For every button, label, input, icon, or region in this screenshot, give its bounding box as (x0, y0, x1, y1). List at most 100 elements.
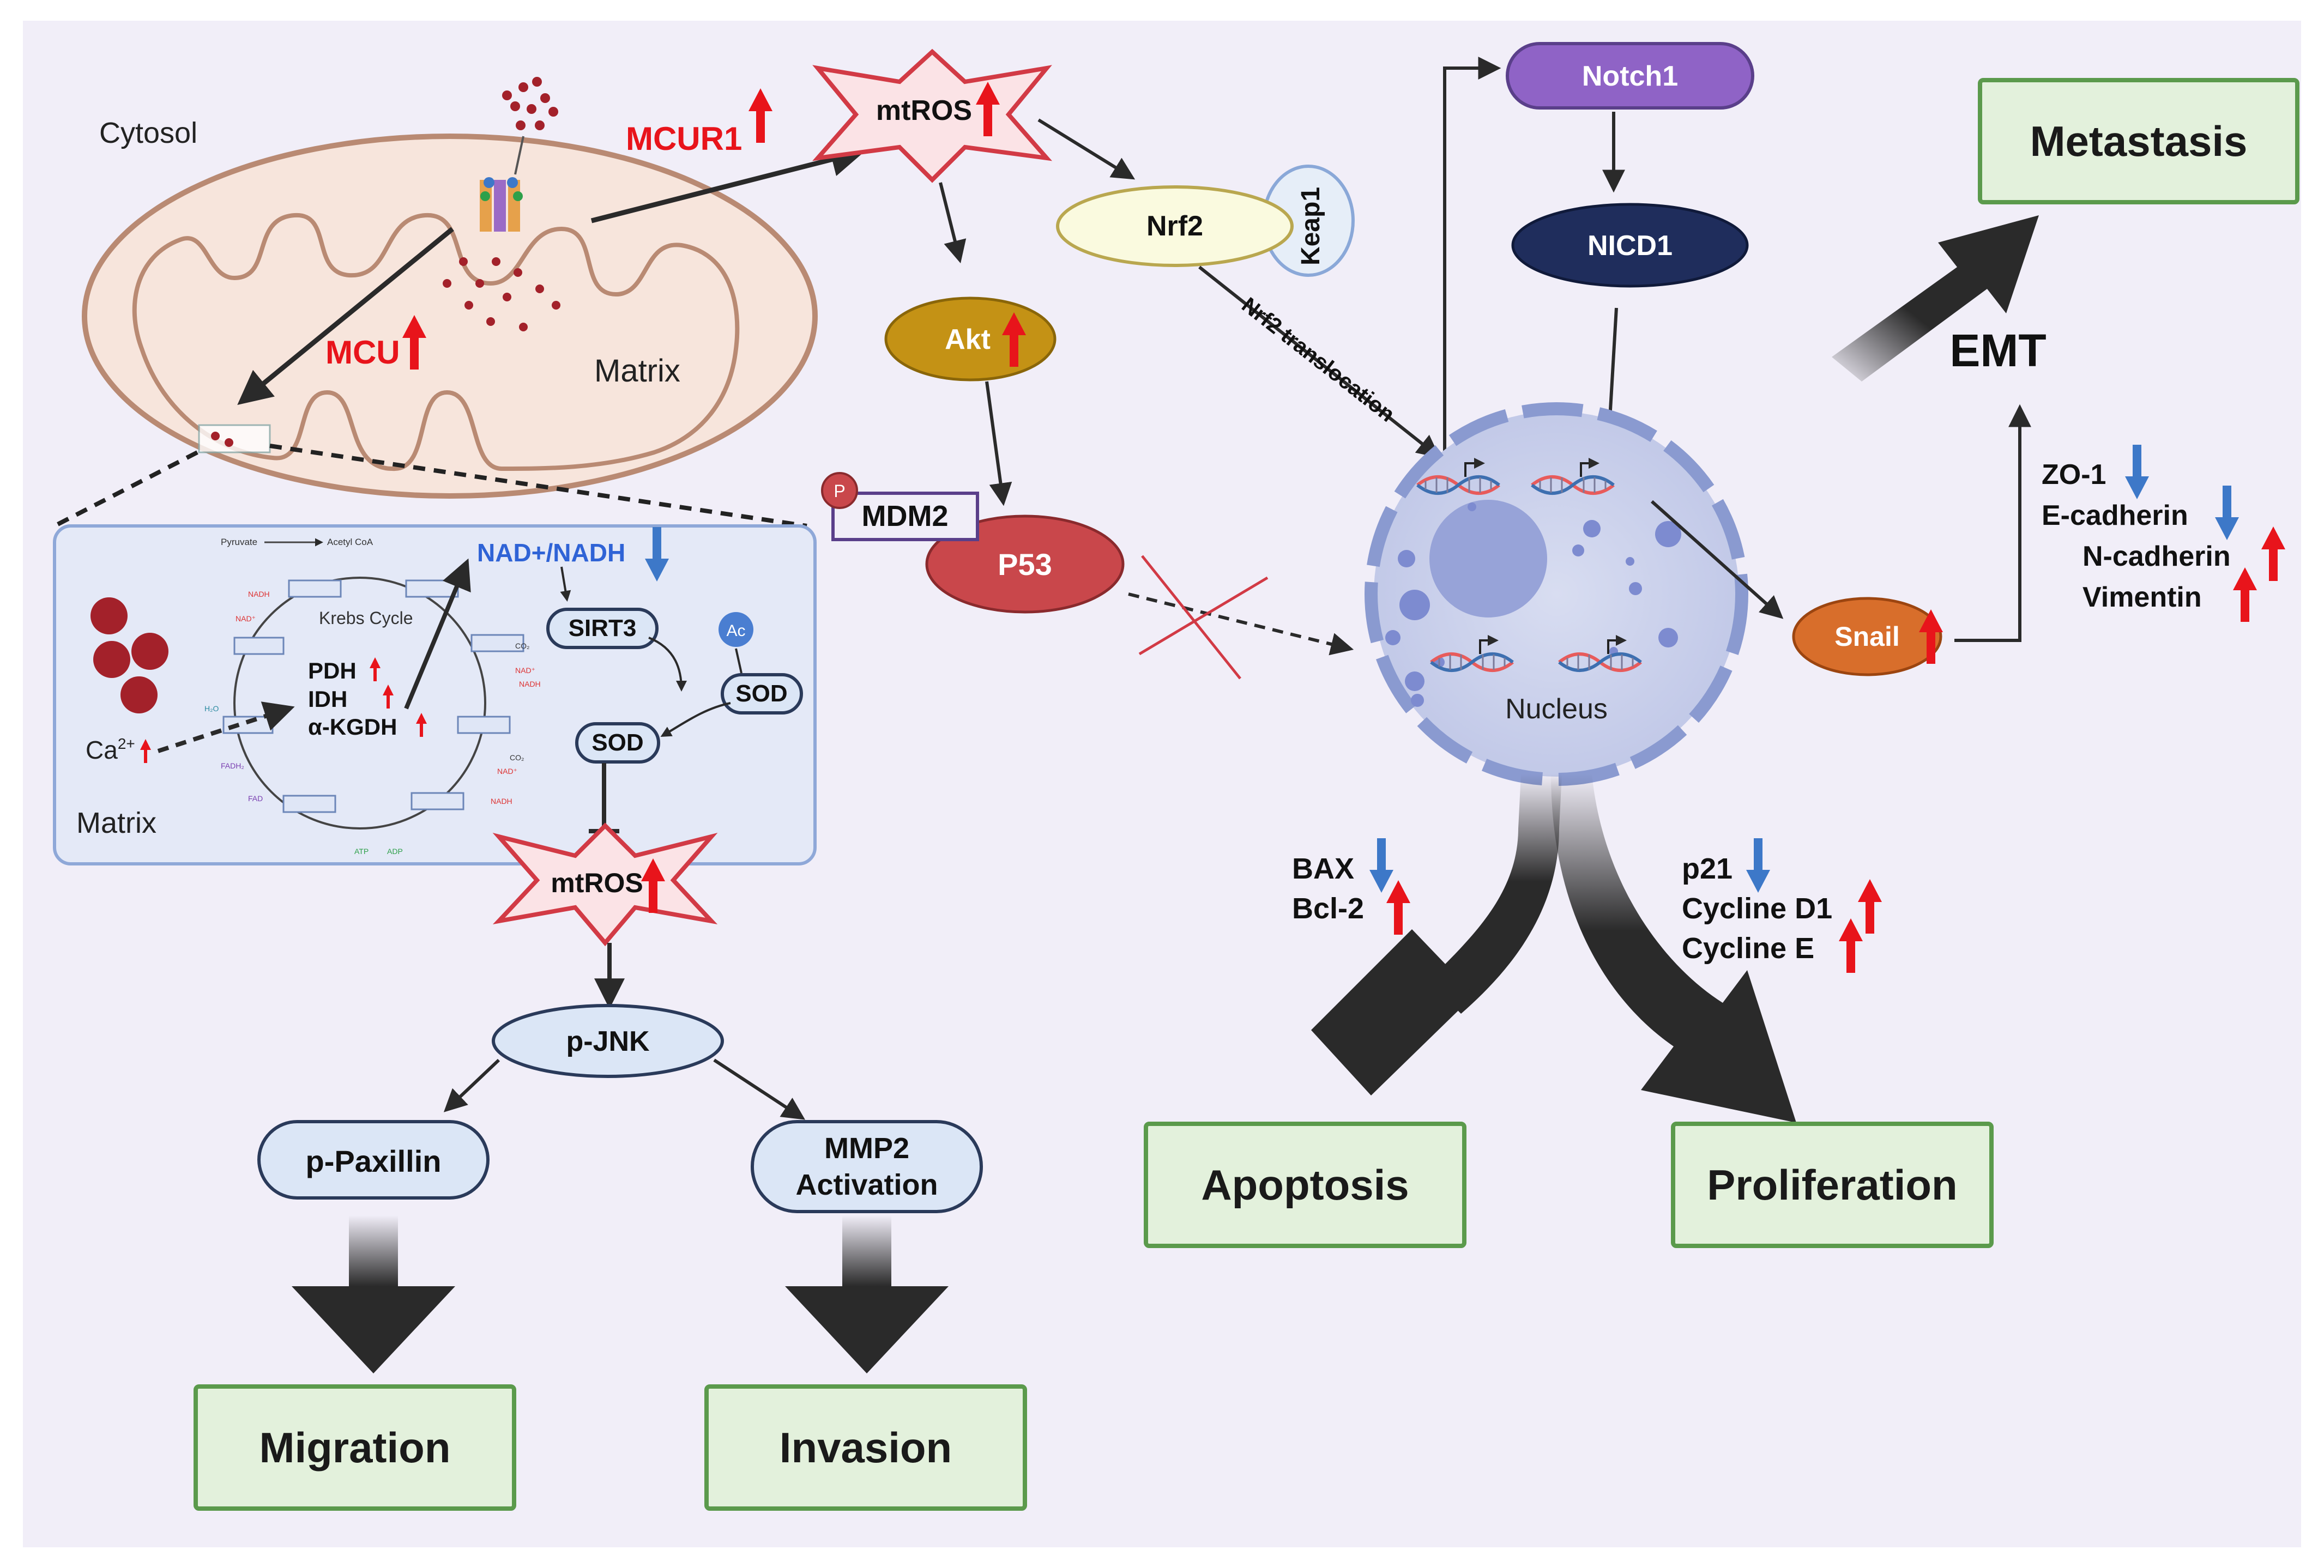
mmp2-line1: MMP2 (824, 1132, 909, 1165)
mmp2-line2: Activation (795, 1169, 938, 1201)
proliferation-box: Proliferation (1671, 1122, 1994, 1248)
akt-to-p53-arrow (985, 381, 1012, 506)
ac-circle (719, 612, 753, 647)
akgdh-label: α-KGDH (308, 714, 397, 740)
apoptosis-marker-bax: BAX (1292, 852, 1354, 885)
notch1-node (1506, 42, 1754, 110)
sirt3-node (546, 608, 659, 649)
nicd1-label: NICD1 (1587, 230, 1673, 262)
apoptosis-box: Apoptosis (1144, 1122, 1466, 1248)
pdh-label: PDH (308, 658, 357, 683)
atp-label: ATP (354, 847, 369, 856)
ppaxillin-label: p-Paxillin (306, 1144, 442, 1178)
adp-label: ADP (387, 847, 403, 856)
emt-marker-vimentin: Vimentin (2082, 582, 2202, 613)
idh-label: IDH (308, 686, 347, 712)
idh-up-arrow (383, 685, 394, 709)
p53-to-nucleus-blocked (1128, 592, 1354, 656)
vimentin-up-arrow (2233, 567, 2257, 622)
phospho-circle (821, 472, 858, 509)
pjnk-label: p-JNK (566, 1026, 650, 1057)
zoom-line-right (269, 444, 807, 528)
arrow-to-migration (292, 1215, 455, 1373)
bax-down-arrow (1369, 838, 1393, 893)
mdm2-node (831, 492, 979, 541)
ecadherin-down-arrow (2215, 486, 2239, 540)
nadh-label-2: NADH (519, 680, 541, 688)
arrow-to-invasion (785, 1215, 949, 1373)
nucleus-label: Nucleus (1505, 693, 1608, 725)
ncadherin-up-arrow (2261, 526, 2285, 581)
mcu-label: MCU (325, 334, 400, 371)
p53-label: P53 (998, 547, 1052, 582)
mitochondrion (82, 77, 818, 499)
sirt3-label: SIRT3 (569, 615, 637, 641)
mmp2-node (751, 1120, 983, 1213)
snail-label: Snail (1834, 621, 1899, 652)
co2-label-1: CO₂ (515, 641, 529, 650)
notch1-feedback-arrow (1443, 57, 1501, 455)
emt-marker-ncadherin: N-cadherin (2082, 541, 2231, 572)
akt-label: Akt (945, 324, 991, 355)
bcl2-up-arrow (1386, 880, 1410, 935)
nicd1-node (1511, 203, 1749, 288)
invasion-box: Invasion (704, 1384, 1027, 1511)
krebs-cycle-label: Krebs Cycle (319, 608, 413, 628)
nad-label-1: NAD⁺ (236, 614, 256, 623)
ac-link (735, 648, 743, 674)
nrf2-translocation-arrow (1198, 265, 1440, 458)
nrf2-translocation-label: Nrf2 translocation (1237, 293, 1399, 426)
migration-box: Migration (194, 1384, 516, 1511)
pdh-up-arrow (370, 657, 381, 681)
mtros-top-label: mtROS (876, 95, 972, 126)
mcur1-up-arrow (748, 88, 772, 143)
emt-to-metastasis-arrow (1832, 215, 2039, 382)
acetyl-coa-label: Acetyl CoA (327, 537, 373, 547)
p21-down-arrow (1746, 838, 1770, 893)
arrow-to-mtros (590, 142, 866, 223)
snail-node (1792, 597, 1942, 676)
phospho-label: P (834, 481, 845, 501)
cytosol-label: Cytosol (99, 117, 197, 149)
mtros-top-star (812, 49, 1053, 183)
proliferation-arrow (1551, 774, 1796, 1123)
arrow-to-matrix (237, 227, 454, 405)
ca-to-krebs-arrow (157, 701, 295, 753)
nad-label-3: NAD⁺ (497, 767, 517, 776)
nad-nadh-label: NAD+/NADH (477, 538, 625, 567)
sod-acetyl-label: SOD (735, 680, 787, 707)
block-cross-1 (1141, 555, 1241, 680)
h2o-label: H₂O (204, 704, 219, 713)
ca-up-arrow (140, 739, 151, 763)
sod-deacetyl-arrow (660, 702, 731, 737)
ca-label: Ca2+ (86, 735, 135, 764)
mtros-bottom-star (492, 822, 718, 947)
sod-acetyl-node (721, 673, 803, 715)
mtros-bottom-label: mtROS (551, 868, 643, 898)
cyclined1-up-arrow (1858, 879, 1882, 934)
matrix-inset (53, 524, 817, 865)
krebs-ring (233, 577, 486, 830)
emt-marker-zo1: ZO-1 (2042, 459, 2106, 491)
zo1-down-arrow (2125, 445, 2149, 499)
snail-to-emt-arrow (1954, 404, 2031, 642)
ppaxillin-node (257, 1120, 490, 1200)
nrf2-label: Nrf2 (1146, 210, 1203, 242)
notch1-label: Notch1 (1582, 60, 1678, 92)
krebs-to-nad-arrow (404, 558, 471, 710)
apoptosis-inhibit-bar (1311, 929, 1475, 1095)
nucleus (1365, 402, 1748, 786)
sod-node (575, 722, 660, 764)
emt-marker-ecadherin: E-cadherin (2042, 500, 2188, 531)
fad-label: FAD (248, 794, 263, 803)
nad-to-sirt3-arrow (560, 566, 571, 602)
mdm2-label: MDM2 (862, 500, 949, 532)
inset-matrix-label: Matrix (76, 807, 156, 839)
nucleus-to-snail-arrow (1651, 500, 1784, 619)
prolif-marker-p21: p21 (1682, 852, 1733, 885)
apoptosis-inhibit-shaft (1428, 774, 1562, 1014)
emt-markers: ZO-1 E-cadherin N-cadherin Vimentin (2042, 445, 2285, 622)
mito-matrix-label: Matrix (594, 353, 680, 389)
calcium-cluster (90, 597, 168, 713)
